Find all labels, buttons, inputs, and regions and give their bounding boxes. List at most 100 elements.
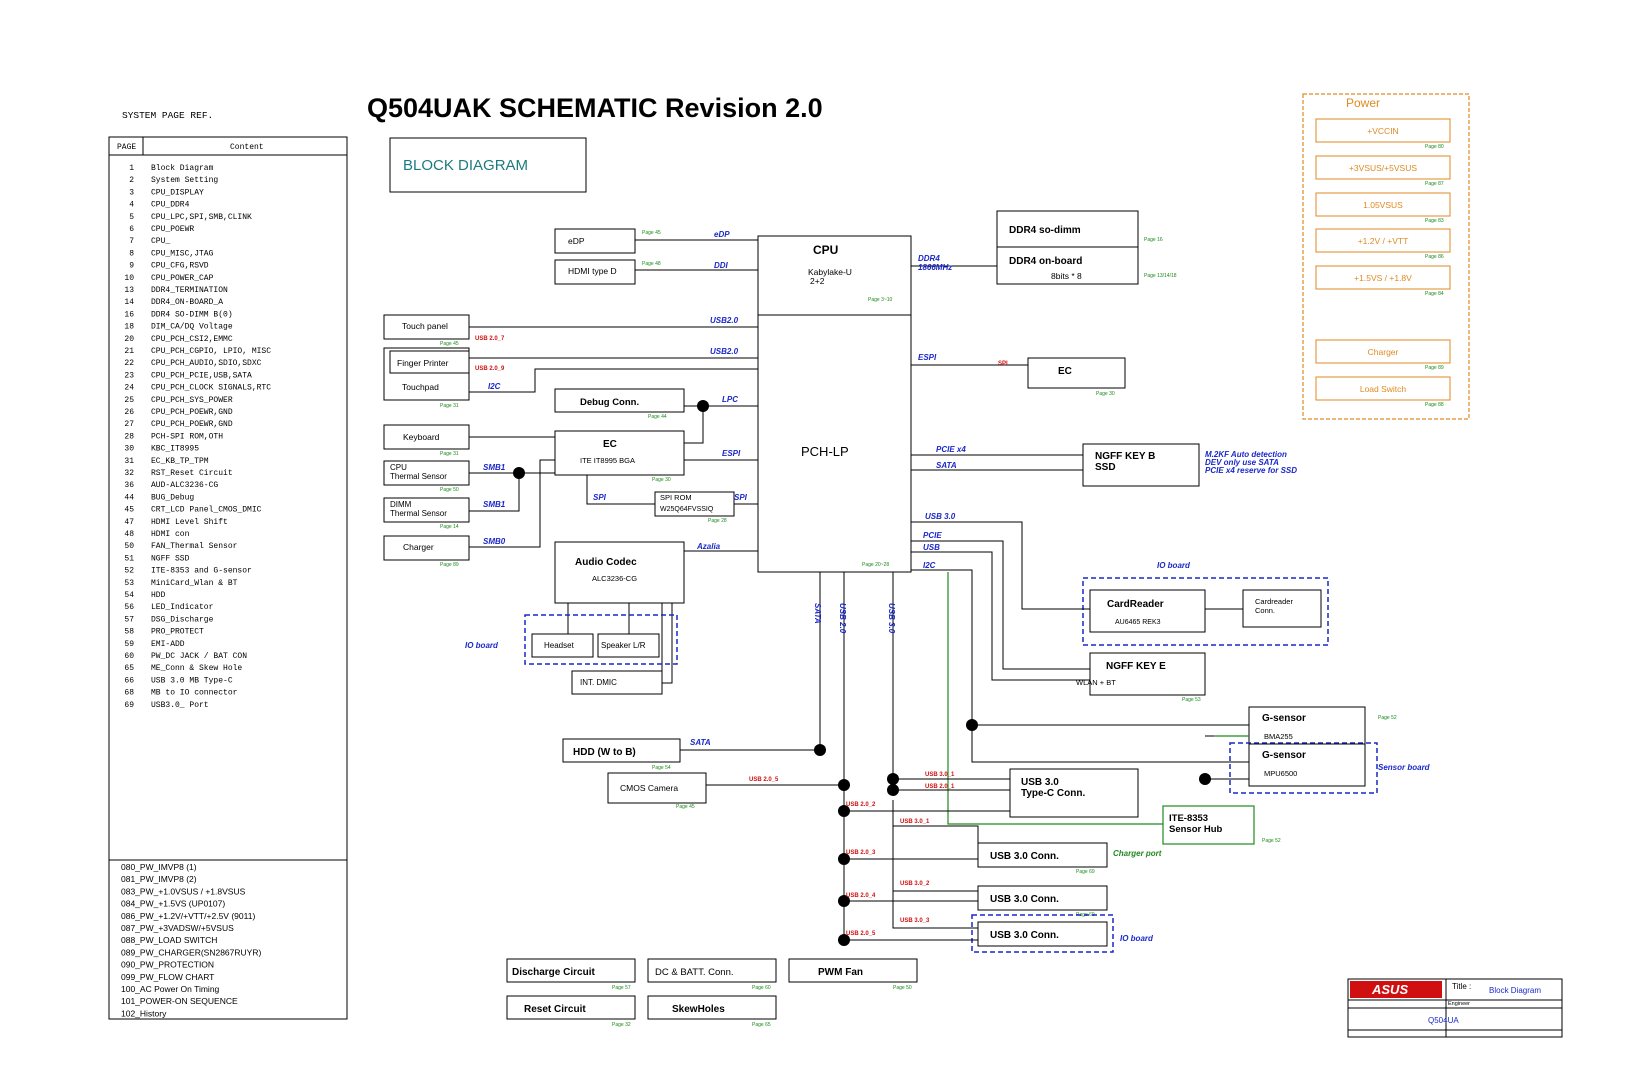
- page-ref-content: AUD-ALC3236-CG: [151, 481, 218, 490]
- skew-label: SkewHoles: [672, 1004, 725, 1015]
- cardreader-conn-line1: Cardreader: [1255, 597, 1293, 606]
- page-ref-content: CPU_PCH_PCIE,USB,SATA: [151, 371, 252, 380]
- smb0-signal: SMB0: [483, 537, 506, 546]
- power-item-page: Page 87: [1425, 181, 1444, 187]
- power-item-page: Page 89: [1425, 365, 1444, 371]
- skew-page: Page 65: [752, 1022, 771, 1028]
- cardreader-title: CardReader: [1107, 599, 1164, 610]
- page-ref-content: CPU_POEWR: [151, 225, 194, 234]
- pcie-x4-signal: PCIE x4: [936, 445, 966, 454]
- power-ref-row: 084_PW_+1.5VS (UP0107): [121, 899, 225, 909]
- gsensor1-title: G-sensor: [1262, 713, 1306, 724]
- io-board-usb: [971, 914, 1114, 953]
- asus-logo: [1350, 981, 1442, 998]
- page-ref-content: KBC_IT8995: [151, 445, 199, 454]
- power-ref-row: 099_PW_FLOW CHART: [121, 972, 214, 982]
- page-ref-number: 22: [124, 359, 134, 368]
- ddr4-sodimm-page: Page 16: [1144, 237, 1163, 243]
- power-ref-row: 083_PW_+1.0VSUS / +1.8VSUS: [121, 886, 246, 896]
- page-ref-number: 26: [124, 408, 134, 417]
- dimm-thermal-line2: Thermal Sensor: [390, 509, 447, 518]
- spi-ec-signal: SPI: [593, 493, 607, 502]
- title-label: Title :: [1452, 982, 1471, 991]
- usb-fp-signal: USB 2.0_9: [475, 366, 505, 372]
- page-ref-number: 59: [124, 640, 134, 649]
- power-item-page: Page 80: [1425, 144, 1444, 150]
- usb20-b-signal: USB2.0: [710, 347, 739, 356]
- ddr4-sodimm-label: DDR4 so-dimm: [1009, 225, 1081, 236]
- dmic-block: [571, 670, 663, 695]
- power-ref-row: 102_History: [121, 1008, 167, 1018]
- page-ref-number: 45: [124, 506, 134, 515]
- espi-r-signal: ESPI: [918, 353, 937, 362]
- cpu-thermal-block: [383, 460, 470, 486]
- keyboard-label: Keyboard: [403, 432, 440, 442]
- smb1b-signal: SMB1: [483, 500, 506, 509]
- page-ref-number: 21: [124, 347, 134, 356]
- audio-codec-sub: ALC3236-CG: [592, 574, 637, 583]
- ec-main-page: Page 30: [652, 477, 671, 483]
- page-ref-number: 25: [124, 396, 134, 405]
- page-ref-content: CPU_PCH_CLOCK SIGNALS,RTC: [151, 384, 271, 393]
- model-value: Q504UA: [1428, 1016, 1459, 1025]
- power-item-page: Page 88: [1425, 402, 1444, 408]
- page-ref-number: 6: [129, 225, 134, 234]
- page-ref-number: 47: [124, 518, 134, 527]
- page-ref-number: 48: [124, 530, 134, 539]
- gsensor2-title: G-sensor: [1262, 750, 1306, 761]
- keyboard-block: [383, 424, 470, 450]
- hdmi-label: HDMI type D: [568, 266, 617, 276]
- espi-signal: ESPI: [722, 449, 741, 458]
- usbc-20-signal: USB 2.0_1: [925, 784, 955, 790]
- page-ref-content: CPU_CFG,RSVD: [151, 262, 209, 271]
- page-ref-content: USB 3.0 MB Type-C: [151, 676, 233, 685]
- page-ref-number: 36: [124, 481, 134, 490]
- page-ref-content: CPU_PCH_POEWR,GND: [151, 420, 233, 429]
- ec-right-block: [1027, 357, 1126, 389]
- page-ref-content: CPU_POWER_CAP: [151, 274, 214, 283]
- power-item-label: Charger: [1368, 347, 1399, 357]
- page-ref-number: 14: [124, 298, 134, 307]
- hdd-page: Page 54: [652, 765, 671, 771]
- page-ref-number: 52: [124, 567, 134, 576]
- page-ref-number: 23: [124, 371, 134, 380]
- sata-hdd-signal: SATA: [690, 738, 711, 747]
- power-item-box: [1315, 228, 1451, 253]
- page-ref-number: 57: [124, 615, 134, 624]
- usb20-v-signal: USB 2.0: [838, 603, 847, 634]
- debug-conn-label: Debug Conn.: [580, 397, 639, 408]
- finger-printer-label: Finger Printer: [397, 358, 449, 368]
- page-ref-content: CPU_: [151, 237, 170, 246]
- gsensor1-sub: BMA255: [1264, 732, 1293, 741]
- page-ref-content: DSG_Discharge: [151, 615, 214, 624]
- usb-conn1-page: Page 69: [1076, 869, 1095, 875]
- touch-panel-label: Touch panel: [402, 321, 448, 331]
- dimm-thermal-page: Page 14: [440, 524, 459, 530]
- ngff-b-line1: NGFF KEY B: [1095, 451, 1155, 462]
- power-item-page: Page 83: [1425, 218, 1444, 224]
- page-ref-content: LED_Indicator: [151, 603, 214, 612]
- touchpad-label: Touchpad: [402, 382, 439, 392]
- page-ref-content: PRO_PROTECT: [151, 628, 204, 637]
- usb-conn3-block: [977, 921, 1108, 947]
- page-ref-number: 51: [124, 554, 134, 563]
- pwm-fan-page: Page 50: [893, 985, 912, 991]
- gsensor1-block: [1248, 706, 1366, 750]
- power-item-label: +3VSUS/+5VSUS: [1349, 163, 1417, 173]
- page-ref-number: 2: [129, 176, 134, 185]
- spi-rom-page: Page 28: [708, 518, 727, 524]
- usb-30-1-signal: USB 3.0_1: [900, 819, 930, 825]
- power-ref-row: 101_POWER-ON SEQUENCE: [121, 996, 238, 1006]
- page-ref-content: DDR4_ON-BOARD_A: [151, 298, 223, 307]
- page-ref-number: 20: [124, 335, 134, 344]
- debug-conn-page: Page 44: [648, 414, 667, 420]
- sensor-hub-line1: ITE-8353: [1169, 813, 1208, 824]
- gsensor1-page: Page 52: [1378, 715, 1397, 721]
- cpu-title: CPU: [813, 243, 838, 257]
- page-ref-number: 50: [124, 542, 134, 551]
- cmos-camera-block: [607, 772, 707, 804]
- debug-conn-block: [554, 388, 685, 413]
- page-ref-content: DDR4 SO-DIMM B(0): [151, 310, 233, 319]
- power-item-box: [1315, 155, 1451, 180]
